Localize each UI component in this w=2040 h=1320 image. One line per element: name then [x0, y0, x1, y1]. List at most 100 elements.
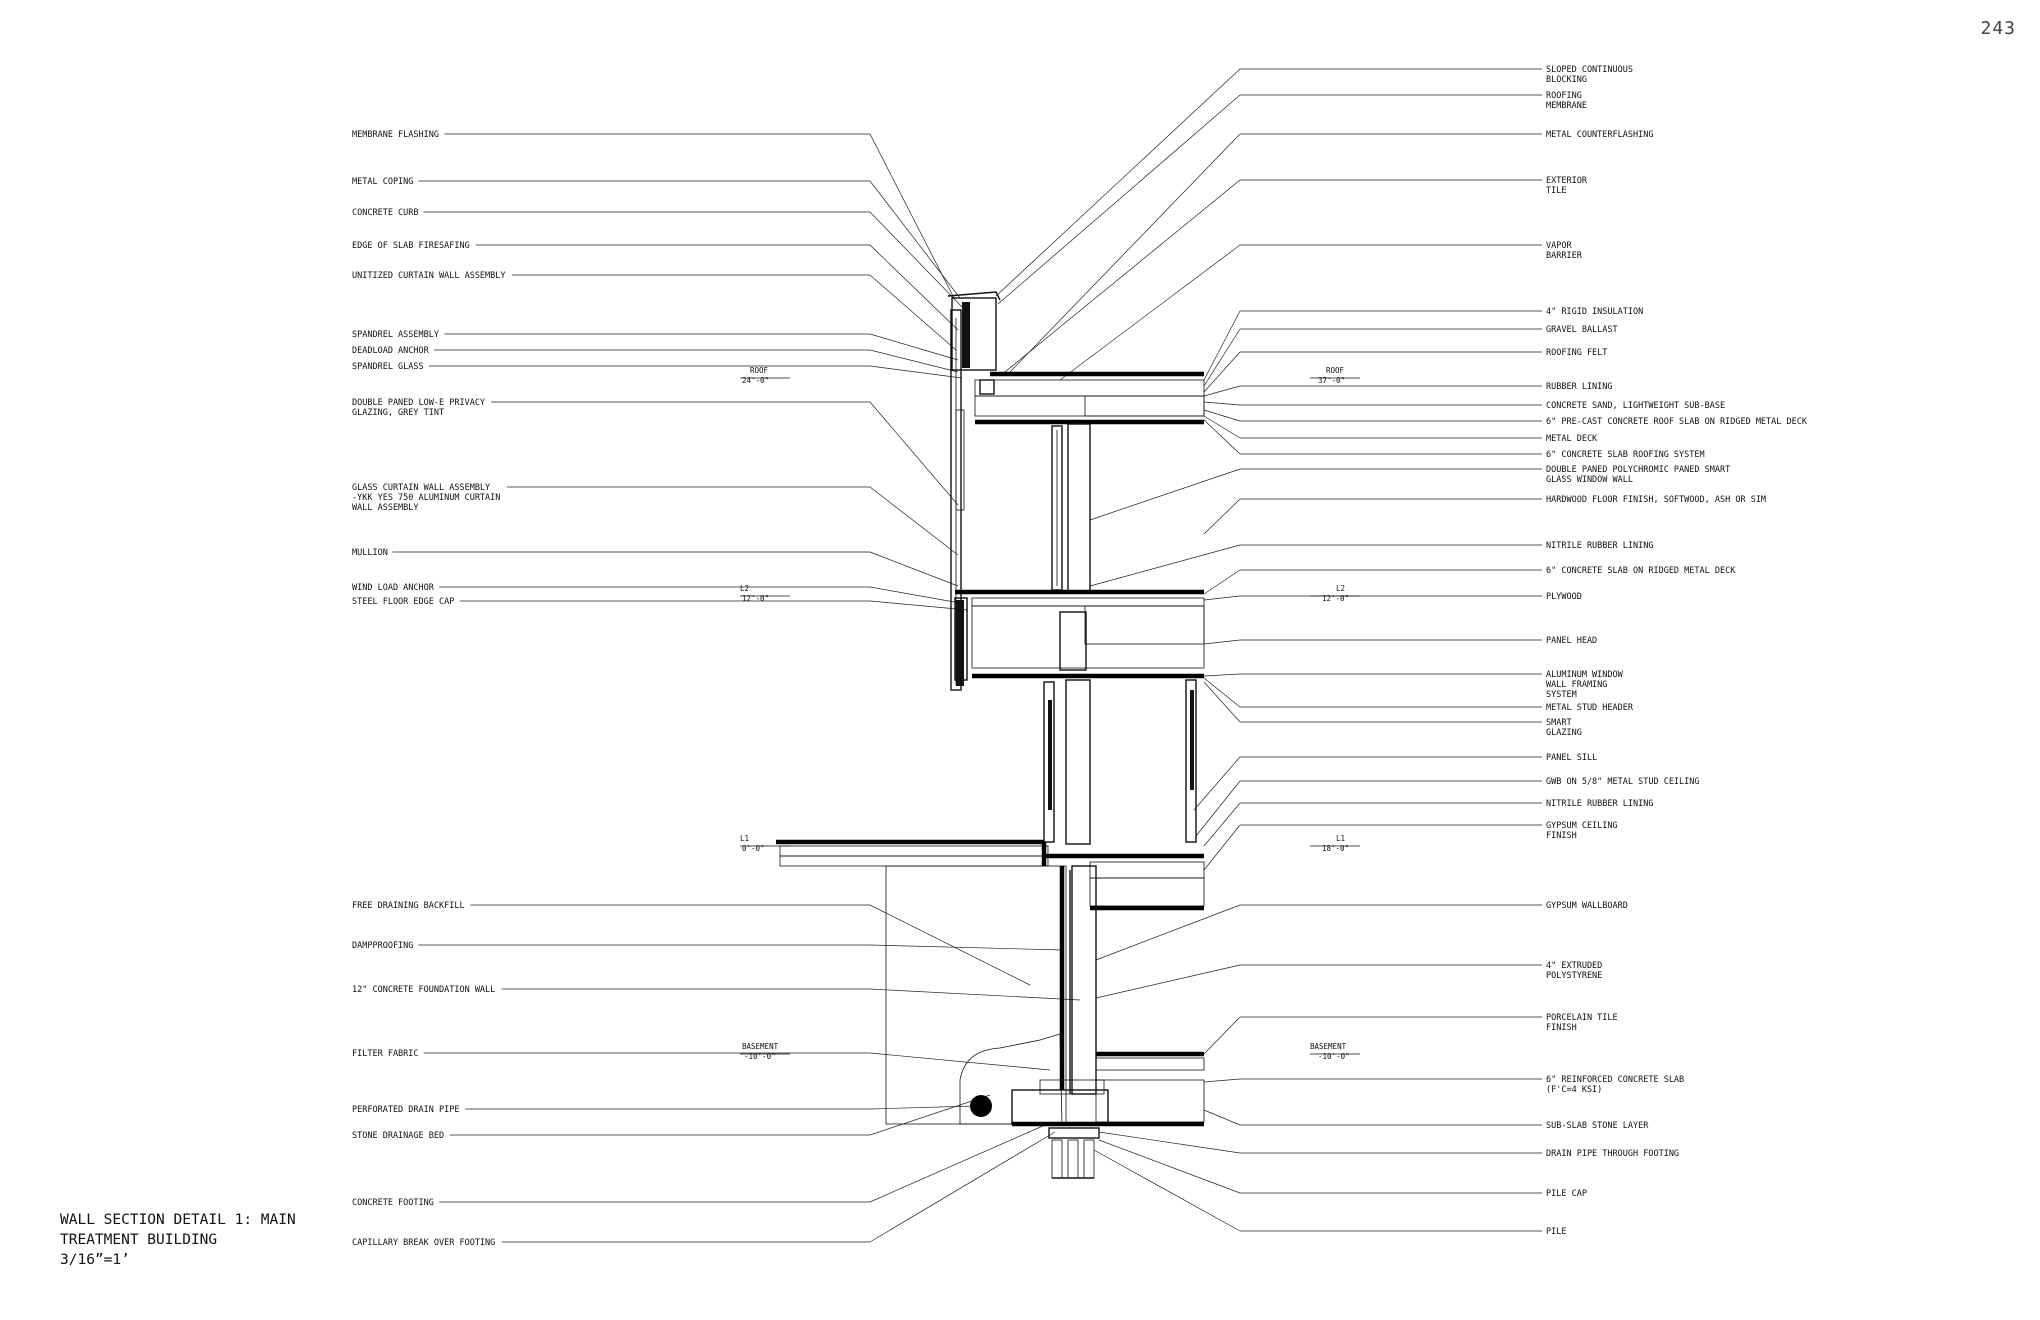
leader-line: [1203, 351, 1241, 393]
leader-line: [1203, 802, 1241, 847]
leader-line: [1095, 964, 1241, 999]
leader-line: [1203, 639, 1241, 645]
callout-label: GRAVEL BALLAST: [1546, 325, 1618, 335]
callout-label: DRAIN PIPE THROUGH FOOTING: [1546, 1149, 1679, 1159]
callout-label: FINISH: [1546, 1023, 1577, 1033]
callout-label: PERFORATED DRAIN PIPE: [352, 1105, 459, 1115]
callout-label: GYPSUM CEILING: [1546, 821, 1618, 831]
callout-label: PILE CAP: [1546, 1189, 1587, 1199]
callout-label: ALUMINUM WINDOW: [1546, 670, 1624, 680]
leader-line: [869, 401, 959, 506]
leader-line: [869, 274, 957, 351]
leader-line: [1203, 498, 1241, 535]
right-annotations: SLOPED CONTINUOUSBLOCKINGROOFINGMEMBRANE…: [1546, 65, 1808, 1237]
callout-label: NITRILE RUBBER LINING: [1546, 541, 1653, 551]
leader-line: [1203, 677, 1241, 708]
leader-line: [869, 365, 963, 379]
callout-label: MEMBRANE FLASHING: [352, 130, 439, 140]
callout-label: METAL STUD HEADER: [1546, 703, 1634, 713]
level-label: L2: [1336, 584, 1345, 593]
leader-line: [869, 551, 959, 587]
leader-line: [1203, 681, 1241, 723]
callout-label: METAL COUNTERFLASHING: [1546, 130, 1653, 140]
drawing-title-block: WALL SECTION DETAIL 1: MAIN TREATMENT BU…: [60, 1210, 296, 1270]
leader-line: [1203, 419, 1241, 455]
leader-line: [869, 1131, 1056, 1243]
leader-line: [997, 94, 1241, 305]
callout-label: WALL FRAMING: [1546, 680, 1607, 690]
left-annotations: MEMBRANE FLASHING METAL COPING CONCRETE CU…: [352, 130, 506, 1248]
leader-line: [1195, 780, 1241, 837]
leader-line: [1203, 569, 1241, 595]
callout-label: ROOFING FELT: [1546, 348, 1607, 358]
leader-line: [869, 1124, 1046, 1203]
leader-line: [1089, 468, 1241, 521]
callout-label: GLASS WINDOW WALL: [1546, 475, 1633, 485]
leader-line: [1203, 409, 1241, 422]
drawing-title-line-2: TREATMENT BUILDING: [60, 1232, 218, 1248]
level-elevation: 24'-0": [742, 376, 769, 385]
leader-line: [1203, 310, 1241, 381]
callout-label: TILE: [1546, 186, 1566, 196]
callout-label: GLAZING, GREY TINT: [352, 408, 444, 418]
callout-label: GWB ON 5/8" METAL STUD CEILING: [1546, 777, 1700, 787]
callout-label: SPANDREL ASSEMBLY: [352, 330, 439, 340]
leader-lines: [392, 68, 1542, 1243]
callout-label: MULLION: [352, 548, 388, 558]
callout-label: METAL COPING: [352, 177, 413, 187]
level-elevation: -10'-0": [744, 1052, 776, 1061]
level-elevation: 37'-0": [1318, 376, 1345, 385]
callout-label: CONCRETE CURB: [352, 208, 419, 218]
callout-label: SUB-SLAB STONE LAYER: [1546, 1121, 1649, 1131]
leader-line: [1203, 401, 1241, 406]
leader-line: [1203, 595, 1241, 601]
level-label: L1: [740, 834, 749, 843]
callout-label: 6" PRE-CAST CONCRETE ROOF SLAB ON RIDGED…: [1546, 417, 1808, 427]
leader-line: [1203, 385, 1241, 397]
callout-label: 6" REINFORCED CONCRETE SLAB: [1546, 1075, 1684, 1085]
callout-label: BLOCKING: [1546, 75, 1587, 85]
level-label: L2: [740, 584, 749, 593]
leader-line: [1193, 756, 1241, 811]
leader-line: [869, 333, 959, 361]
callout-label: RUBBER LINING: [1546, 382, 1613, 392]
callout-label: 12" CONCRETE FOUNDATION WALL: [352, 985, 495, 995]
callout-label: PORCELAIN TILE: [1546, 1013, 1618, 1023]
callout-label: METAL DECK: [1546, 434, 1598, 444]
callout-label: HARDWOOD FLOOR FINISH, SOFTWOOD, ASH OR …: [1546, 495, 1766, 505]
level-label: L1: [1336, 834, 1345, 843]
callout-label: STEEL FLOOR EDGE CAP: [352, 597, 454, 607]
leader-line: [869, 1094, 991, 1136]
leader-line: [1098, 1131, 1241, 1154]
leader-line: [1203, 1109, 1241, 1126]
leader-line: [869, 180, 961, 299]
callout-label: CAPILLARY BREAK OVER FOOTING: [352, 1238, 495, 1248]
leader-line: [1098, 1139, 1241, 1194]
leader-line: [869, 133, 956, 301]
level-elevation: -10'-0": [1318, 1052, 1350, 1061]
callout-label: SYSTEM: [1546, 690, 1577, 700]
leader-line: [1203, 1078, 1241, 1083]
callout-label: EXTERIOR: [1546, 176, 1588, 186]
level-elevation: 18'-0": [1322, 844, 1349, 853]
callout-label: WIND LOAD ANCHOR: [352, 583, 435, 593]
callout-label: DEADLOAD ANCHOR: [352, 346, 430, 356]
callout-label: UNITIZED CURTAIN WALL ASSEMBLY: [352, 271, 506, 281]
callout-label: POLYSTYRENE: [1546, 971, 1602, 981]
drawing-title-line-1: WALL SECTION DETAIL 1: MAIN: [60, 1212, 296, 1228]
callout-label: 6" CONCRETE SLAB ON RIDGED METAL DECK: [1546, 566, 1736, 576]
callout-label: CONCRETE SAND, LIGHTWEIGHT SUB-BASE: [1546, 401, 1725, 411]
callout-label: MEMBRANE: [1546, 101, 1587, 111]
callout-label: SMART: [1546, 718, 1572, 728]
level-label: BASEMENT: [1310, 1042, 1347, 1051]
callout-label: 6" CONCRETE SLAB ROOFING SYSTEM: [1546, 450, 1705, 460]
callout-label: PANEL HEAD: [1546, 636, 1597, 646]
callout-label: DAMPPROOFING: [352, 941, 413, 951]
callout-label: GLASS CURTAIN WALL ASSEMBLY: [352, 483, 490, 493]
leader-line: [1203, 415, 1241, 439]
leader-line: [869, 211, 966, 311]
leader-line: [1203, 824, 1241, 871]
leader-line: [869, 1105, 976, 1110]
leader-line: [869, 244, 959, 331]
callout-label: -YKK YES 750 ALUMINUM CURTAIN: [352, 493, 500, 503]
